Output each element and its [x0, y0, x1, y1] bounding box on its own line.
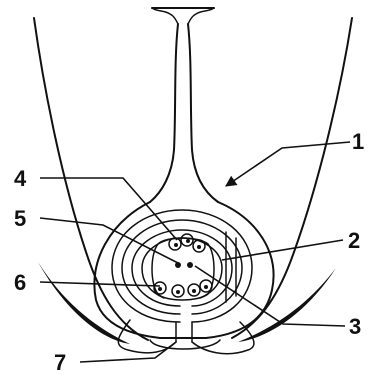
egg-apparatus: [154, 280, 212, 297]
leader-line-1: [226, 142, 350, 186]
leader-line-5: [40, 218, 180, 264]
label-6: 6: [14, 270, 26, 295]
leader-line-7: [80, 342, 176, 362]
label-1: 1: [352, 129, 364, 154]
integument-layers: [112, 210, 252, 322]
label-5: 5: [14, 206, 26, 231]
basal-bracts: [38, 262, 336, 344]
leader-line-2: [222, 240, 343, 260]
ovary-wall: [94, 202, 273, 338]
stigma-and-style: [150, 8, 218, 202]
label-4: 4: [14, 166, 27, 191]
label-3: 3: [349, 314, 361, 339]
label-7: 7: [54, 350, 66, 375]
leader-line-4: [40, 178, 177, 240]
label-2: 2: [348, 228, 360, 253]
